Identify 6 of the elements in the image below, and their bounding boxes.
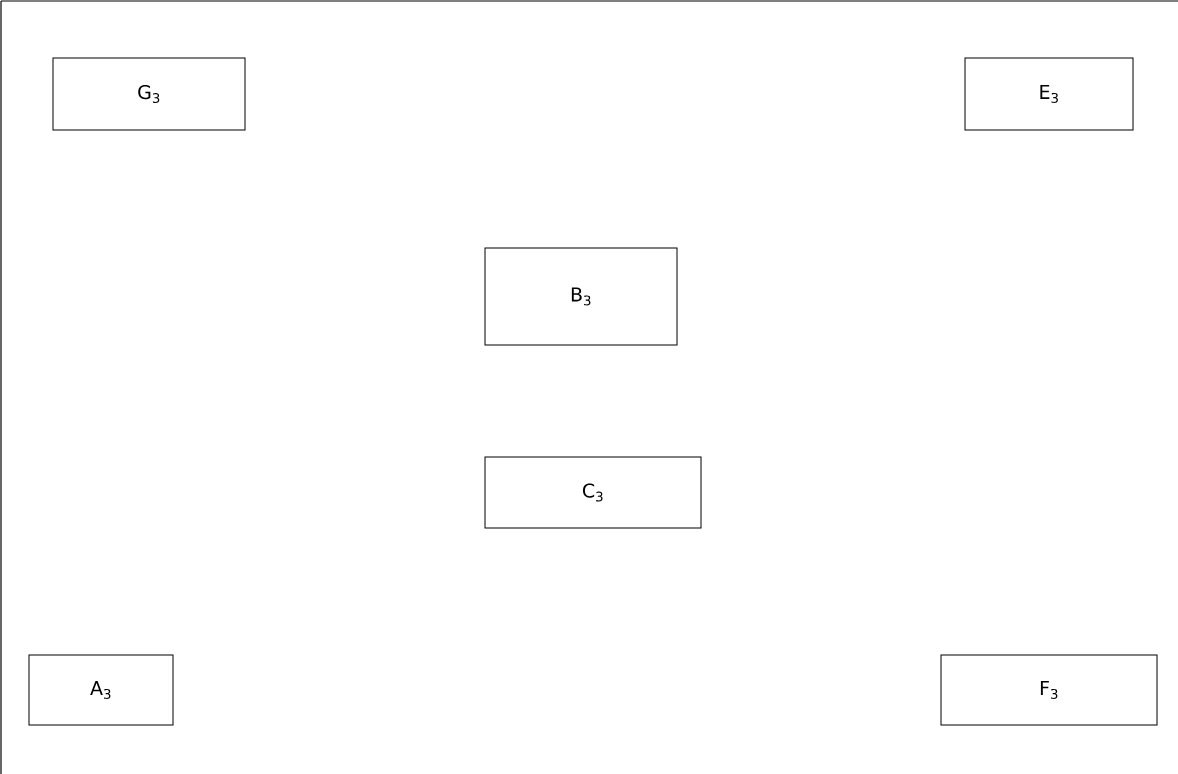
label-box: A$_{3}$ — [28, 654, 174, 726]
label-box: F$_{3}$ — [940, 654, 1158, 726]
label-box: C$_{3}$ — [484, 456, 702, 529]
label-box: G$_{3}$ — [52, 57, 246, 131]
label-box: E$_{3}$ — [964, 57, 1134, 131]
label-box: B$_{3}$ — [484, 247, 678, 346]
